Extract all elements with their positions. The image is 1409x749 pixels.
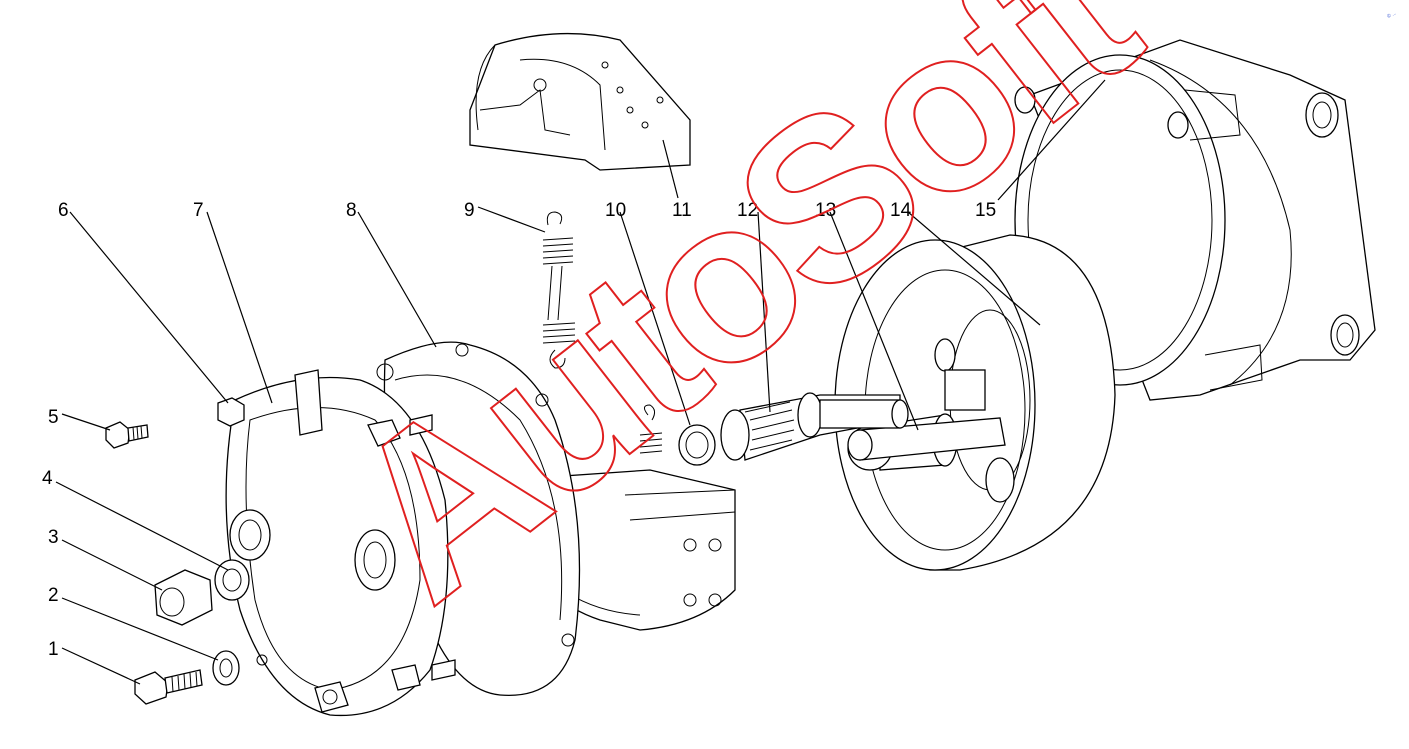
leader-10 xyxy=(619,211,691,426)
leader-2 xyxy=(61,597,219,661)
part-springs xyxy=(542,211,663,454)
leader-15 xyxy=(997,79,1106,201)
part-bolt-5 xyxy=(105,421,149,449)
part-nut-6 xyxy=(217,397,245,427)
part-brake-drum xyxy=(834,234,1116,571)
callout-7: 7 xyxy=(193,200,204,221)
leader-1 xyxy=(61,647,141,685)
part-washer-2 xyxy=(212,650,240,686)
callout-4: 4 xyxy=(42,468,53,489)
part-nut-3 xyxy=(154,569,213,626)
part-bolt-1 xyxy=(134,669,203,705)
leader-9 xyxy=(477,206,546,233)
callout-2: 2 xyxy=(48,585,59,606)
callout-15: 15 xyxy=(975,200,996,221)
leader-6 xyxy=(69,211,229,404)
leader-8 xyxy=(357,211,437,348)
callout-1: 1 xyxy=(48,639,59,660)
leader-4 xyxy=(55,481,229,571)
part-brake-shoe-top xyxy=(469,32,691,171)
callout-14: 14 xyxy=(890,200,912,221)
part-cover-bolts xyxy=(314,414,456,713)
callout-5: 5 xyxy=(48,407,59,428)
callout-9: 9 xyxy=(464,200,475,221)
corner-mark: © ... xyxy=(1386,10,1397,20)
part-splined-shaft xyxy=(720,392,909,461)
callout-labels: 1 2 3 4 5 6 7 8 9 10 11 12 13 14 15 xyxy=(42,200,996,660)
callout-12: 12 xyxy=(737,200,758,221)
callout-10: 10 xyxy=(605,200,626,221)
callout-3: 3 xyxy=(48,527,59,548)
leader-14 xyxy=(907,211,1041,326)
leader-5 xyxy=(61,413,111,431)
part-o-ring xyxy=(678,424,716,466)
leader-3 xyxy=(61,539,163,591)
leader-11 xyxy=(662,139,679,199)
callout-6: 6 xyxy=(58,200,69,221)
callout-11: 11 xyxy=(672,200,692,221)
leader-7 xyxy=(206,211,273,404)
callout-13: 13 xyxy=(815,200,836,221)
leader-12 xyxy=(757,211,771,413)
leader-13 xyxy=(829,211,919,431)
part-washer-4 xyxy=(214,559,250,601)
callout-8: 8 xyxy=(346,200,357,221)
leader-lines xyxy=(55,79,1106,685)
part-cover-plate xyxy=(217,369,449,717)
